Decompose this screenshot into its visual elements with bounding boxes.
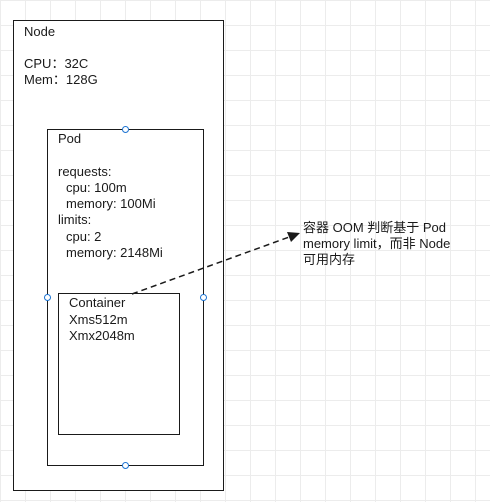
container-title: Container [69,295,126,310]
container-xmx: Xmx2048m [69,328,135,343]
pod-title: Pod [58,131,82,146]
pod-limits-label: limits: [58,212,92,227]
annotation-line-3: 可用内存 [303,252,356,267]
container-xms: Xms512m [69,312,128,327]
container-box[interactable] [58,293,180,435]
pod-requests-label: requests: [58,164,112,179]
pod-resize-handle-left[interactable] [44,294,51,301]
pod-resize-handle-bottom[interactable] [122,462,129,469]
annotation-line-2: memory limit，而非 Node [303,236,451,251]
node-title: Node [24,24,56,39]
pod-requests-memory: memory: 100Mi [66,196,156,211]
arrow-head-icon [287,232,300,242]
arrow-line [131,235,293,295]
pod-resize-handle-top[interactable] [122,126,129,133]
pod-resize-handle-right[interactable] [200,294,207,301]
node-cpu: CPU：32C [24,56,89,71]
node-mem: Mem：128G [24,72,98,87]
pod-requests-cpu: cpu: 100m [66,180,127,195]
annotation-line-1: 容器 OOM 判断基于 Pod [303,220,447,235]
pod-limits-cpu: cpu: 2 [66,229,102,244]
pod-limits-memory: memory: 2148Mi [66,245,163,260]
